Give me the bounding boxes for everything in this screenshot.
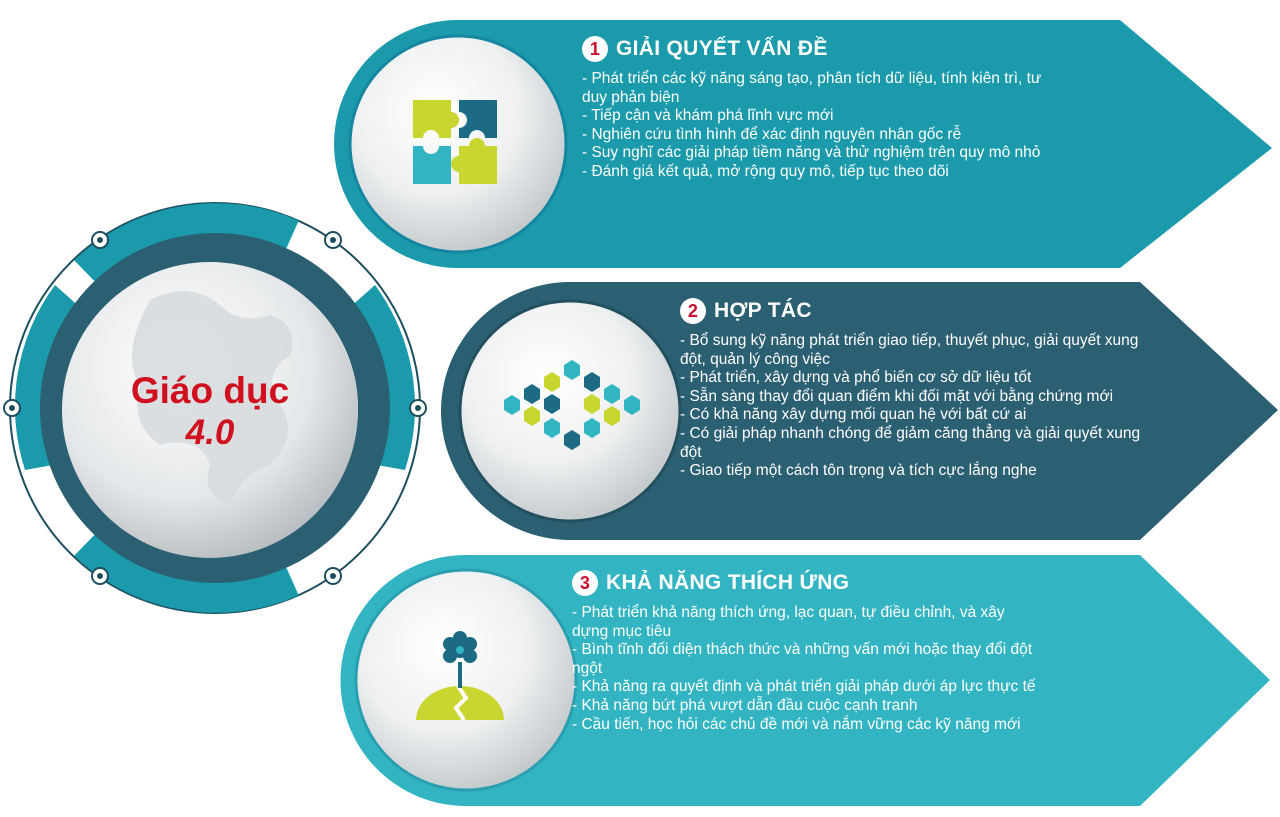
section-3: 3 KHẢ NĂNG THÍCH ỨNG - Phát triển khả nă… bbox=[572, 570, 1042, 734]
bullet-item: - Có giải pháp nhanh chóng để giảm căng … bbox=[680, 424, 1141, 461]
section-2-number-badge: 2 bbox=[680, 298, 706, 324]
globe-emblem bbox=[3, 202, 427, 614]
bullet-item: - Phát triển các kỹ năng sáng tạo, phân … bbox=[582, 70, 1042, 106]
center-title-line1: Giáo dục bbox=[130, 370, 290, 411]
bullet-item: - Khả năng ra quyết định và phát triển g… bbox=[572, 678, 1036, 696]
bullet-item: - Tiếp cận và khám phá lĩnh vực mới bbox=[582, 107, 834, 125]
section-2-title: 2 HỢP TÁC bbox=[680, 298, 1150, 324]
bullet-item: - Có khả năng xây dựng mối quan hệ với b… bbox=[680, 406, 1027, 424]
bullet-item: - Sẵn sàng thay đổi quan điểm khi đối mặ… bbox=[680, 387, 1114, 405]
section-3-title-text: KHẢ NĂNG THÍCH ỨNG bbox=[606, 571, 850, 594]
center-title: Giáo dục 4.0 bbox=[105, 370, 315, 454]
section-1: 1 GIẢI QUYẾT VẤN ĐỀ - Phát triển các kỹ … bbox=[582, 36, 1042, 182]
section-2-bullets: - Bổ sung kỹ năng phát triển giao tiếp, … bbox=[680, 332, 1150, 481]
puzzle-icon bbox=[413, 100, 497, 184]
bullet-item: - Cầu tiến, học hỏi các chủ đề mới và nắ… bbox=[572, 715, 1021, 733]
bullet-item: - Phát triển khả năng thích ứng, lạc qua… bbox=[572, 604, 1005, 640]
center-title-line2: 4.0 bbox=[185, 413, 235, 452]
section-1-title: 1 GIẢI QUYẾT VẤN ĐỀ bbox=[582, 36, 1042, 62]
section-1-bullets: - Phát triển các kỹ năng sáng tạo, phân … bbox=[582, 70, 1042, 182]
section-3-title: 3 KHẢ NĂNG THÍCH ỨNG bbox=[572, 570, 1042, 596]
section-1-number-badge: 1 bbox=[582, 36, 608, 62]
hexagon-network-icon bbox=[504, 360, 640, 450]
bullet-item: - Suy nghĩ các giải pháp tiềm năng và th… bbox=[582, 144, 1041, 162]
bullet-item: - Khả năng bứt phá vượt dẫn đầu cuộc cạn… bbox=[572, 696, 918, 714]
panel-3-shape bbox=[340, 555, 1270, 806]
section-2: 2 HỢP TÁC - Bổ sung kỹ năng phát triển g… bbox=[680, 298, 1150, 481]
section-2-title-text: HỢP TÁC bbox=[714, 299, 812, 322]
flower-sprout-icon bbox=[416, 631, 504, 722]
section-1-title-text: GIẢI QUYẾT VẤN ĐỀ bbox=[616, 37, 828, 60]
section-3-bullets: - Phát triển khả năng thích ứng, lạc qua… bbox=[572, 604, 1042, 734]
panel-1-shape bbox=[334, 20, 1272, 268]
bullet-item: - Giao tiếp một cách tôn trọng và tích c… bbox=[680, 462, 1037, 480]
bullet-item: - Phát triển, xây dựng và phổ biến cơ sở… bbox=[680, 369, 1032, 387]
bullet-item: - Đánh giá kết quả, mở rộng quy mô, tiếp… bbox=[582, 162, 949, 180]
bullet-item: - Bình tĩnh đối diện thách thức và những… bbox=[572, 641, 1033, 677]
panel-2-shape bbox=[441, 282, 1278, 540]
bullet-item: - Bổ sung kỹ năng phát triển giao tiếp, … bbox=[680, 332, 1139, 368]
section-3-number-badge: 3 bbox=[572, 570, 598, 596]
bullet-item: - Nghiên cứu tình hình để xác định nguyê… bbox=[582, 125, 962, 143]
